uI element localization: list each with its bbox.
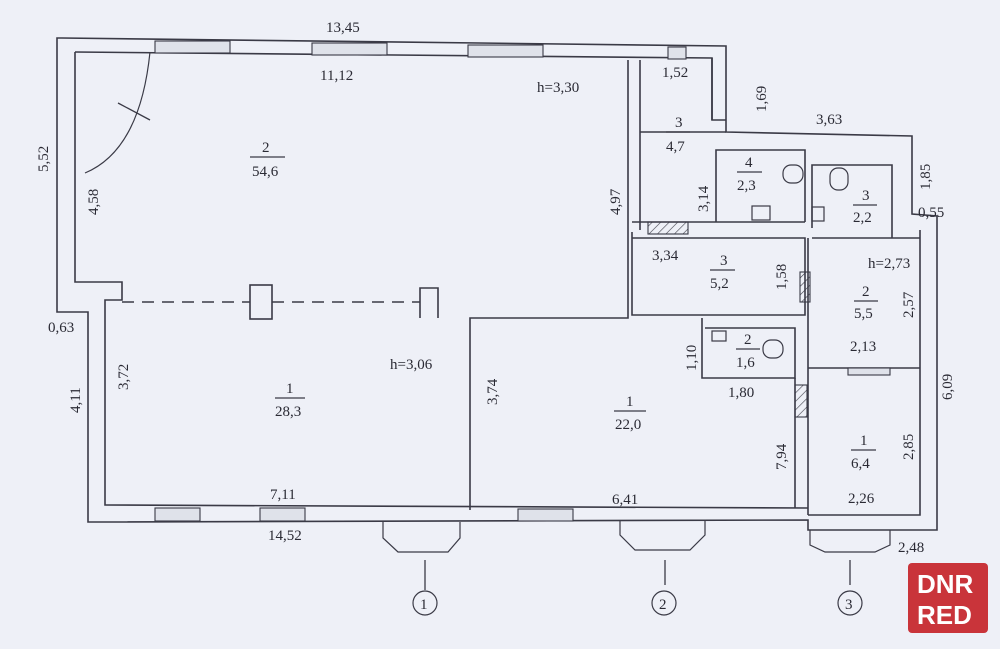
dim-bottom-inner: 7,11 bbox=[270, 487, 296, 503]
room-label: 42,3 bbox=[737, 155, 762, 194]
entrances: 1 2 3 bbox=[382, 520, 891, 616]
dimension-label: 2,2 bbox=[853, 210, 872, 226]
height-label: h=3,06 bbox=[390, 357, 433, 373]
dimension-label: 2 bbox=[262, 140, 270, 156]
watermark-line1: DNR bbox=[917, 569, 974, 599]
hatched-columns bbox=[647, 221, 811, 418]
dimension-label: 1,85 bbox=[918, 164, 934, 190]
dimension-label: 1,80 bbox=[728, 385, 754, 401]
dim-top-outer: 13,45 bbox=[326, 20, 360, 36]
dimension-label: 54,6 bbox=[252, 164, 279, 180]
room-dimensions: 1,52 1,69 3,63 1,85 0,55 4,97 3,14 3,34 … bbox=[485, 65, 956, 556]
toilet-fixtures bbox=[711, 164, 849, 359]
room-label: 122,0 bbox=[614, 394, 646, 433]
dimension-label: 6,09 bbox=[940, 374, 956, 400]
dimension-label: 2,3 bbox=[737, 178, 756, 194]
dimension-label: 3 bbox=[720, 253, 728, 269]
dimension-label: 1,10 bbox=[684, 345, 700, 371]
room-label: 128,3 bbox=[275, 381, 305, 420]
watermark-line2: RED bbox=[917, 600, 972, 630]
entrance-1-label: 1 bbox=[420, 597, 428, 613]
dimension-label: 3,74 bbox=[485, 378, 501, 405]
ceiling-heights: h=3,30 h=3,06 h=2,73 bbox=[390, 80, 910, 373]
dimension-label: 3 bbox=[862, 188, 870, 204]
room-label: 32,2 bbox=[853, 188, 877, 226]
dim-left-outer: 5,52 bbox=[36, 146, 52, 172]
watermark-logo: DNR RED bbox=[908, 563, 988, 633]
dimension-label: 1,69 bbox=[754, 86, 770, 112]
dimension-label: 6,4 bbox=[851, 456, 870, 472]
dim-bottom-outer: 14,52 bbox=[268, 528, 302, 544]
room-label: 21,6 bbox=[736, 332, 760, 371]
overall-dimensions: 13,45 11,12 5,52 4,58 0,63 4,11 3,72 7,1… bbox=[36, 20, 360, 544]
dimension-label: 3 bbox=[675, 115, 683, 131]
dimension-label: 1,52 bbox=[662, 65, 688, 81]
dim-left-inner: 4,58 bbox=[86, 189, 102, 215]
dimension-label: 2,48 bbox=[898, 540, 924, 556]
dimension-label: 2,13 bbox=[850, 339, 876, 355]
windows bbox=[154, 40, 891, 522]
room-label: 34,7 bbox=[666, 115, 690, 155]
dimension-label: 1 bbox=[286, 381, 294, 397]
dimension-label: 2 bbox=[744, 332, 752, 348]
dimension-label: 5,5 bbox=[854, 306, 873, 322]
dimension-label: 3,14 bbox=[696, 185, 712, 212]
room-label: 16,4 bbox=[851, 433, 876, 472]
dim-step: 0,63 bbox=[48, 320, 74, 336]
dimension-label: 1 bbox=[860, 433, 868, 449]
dimension-label: 7,94 bbox=[774, 443, 790, 470]
dim-top-inner: 11,12 bbox=[320, 68, 353, 84]
dimension-label: 2 bbox=[862, 284, 870, 300]
entrance-3-label: 3 bbox=[845, 597, 853, 613]
height-label: h=2,73 bbox=[868, 256, 910, 272]
dimension-label: 3,63 bbox=[816, 112, 842, 128]
dimension-label: 4,97 bbox=[608, 188, 624, 215]
dimension-label: 2,85 bbox=[901, 434, 917, 460]
height-label: h=3,30 bbox=[537, 80, 579, 96]
dimension-label: 1,6 bbox=[736, 355, 755, 371]
dimension-label: 2,57 bbox=[901, 291, 917, 318]
room-label: 25,5 bbox=[854, 284, 878, 322]
dimension-label: 22,0 bbox=[615, 417, 641, 433]
room-label: 254,6 bbox=[250, 140, 285, 180]
dimension-label: 6,41 bbox=[612, 492, 638, 508]
dimension-label: 4,7 bbox=[666, 139, 685, 155]
dimension-label: 4 bbox=[745, 155, 753, 171]
dimension-label: 0,55 bbox=[918, 205, 944, 221]
dimension-label: 5,2 bbox=[710, 276, 729, 292]
dimension-label: 2,26 bbox=[848, 491, 875, 507]
room-label: 35,2 bbox=[710, 253, 735, 292]
dim-left-lower-inner: 3,72 bbox=[116, 364, 132, 390]
dimension-label: 3,34 bbox=[652, 248, 679, 264]
dimension-label: 1 bbox=[626, 394, 634, 410]
dimension-label: 28,3 bbox=[275, 404, 301, 420]
entrance-2-label: 2 bbox=[659, 597, 667, 613]
dimension-label: 1,58 bbox=[774, 264, 790, 290]
room-labels: 254,6 128,3 34,7 42,3 32,2 35,2 25,5 21,… bbox=[250, 115, 878, 472]
dim-left-lower-outer: 4,11 bbox=[68, 387, 84, 413]
door-swing bbox=[84, 51, 151, 174]
